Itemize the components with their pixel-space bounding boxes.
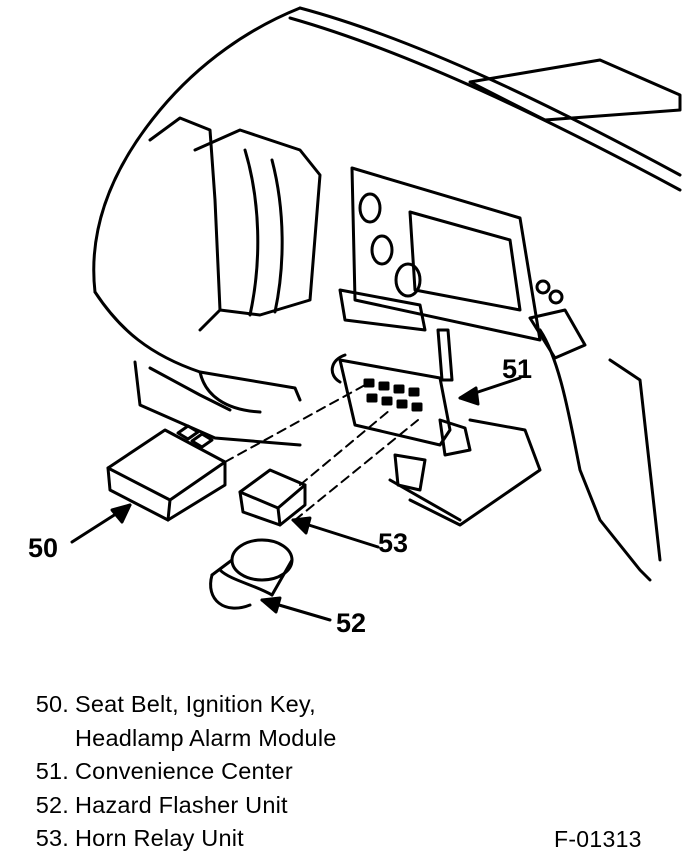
legend-number: 51. <box>35 758 69 784</box>
dashboard-diagram: 50 51 53 52 <box>28 6 682 638</box>
callout-50: 50 <box>28 533 58 563</box>
radio-panel <box>338 166 587 360</box>
alarm-module <box>106 424 227 522</box>
legend-number: 53. <box>35 825 69 851</box>
horn-relay <box>238 468 307 527</box>
legend-item: 52. Hazard Flasher Unit <box>14 789 337 823</box>
legend-text: Seat Belt, Ignition Key, Headlamp Alarm … <box>75 691 337 751</box>
callout-51: 51 <box>502 354 532 384</box>
legend-item: 53. Horn Relay Unit <box>14 822 337 856</box>
install-guides <box>224 384 419 521</box>
hazard-flasher <box>209 538 294 610</box>
legend-item: 50. Seat Belt, Ignition Key, Headlamp Al… <box>14 688 337 755</box>
figure-id: F-01313 <box>554 826 642 852</box>
legend-text: Hazard Flasher Unit <box>75 791 288 818</box>
instrument-panel <box>92 6 682 402</box>
legend-text: Horn Relay Unit <box>75 825 244 851</box>
legend-text: Convenience Center <box>75 758 293 784</box>
leader-arrows <box>70 376 522 622</box>
legend-number: 52. <box>35 791 69 818</box>
legend-number: 50. <box>35 691 69 717</box>
callout-53: 53 <box>378 528 408 558</box>
convenience-center <box>330 328 472 492</box>
callout-52: 52 <box>336 608 366 638</box>
legend-list: 50. Seat Belt, Ignition Key, Headlamp Al… <box>14 688 337 856</box>
legend-item: 51. Convenience Center <box>14 755 337 789</box>
